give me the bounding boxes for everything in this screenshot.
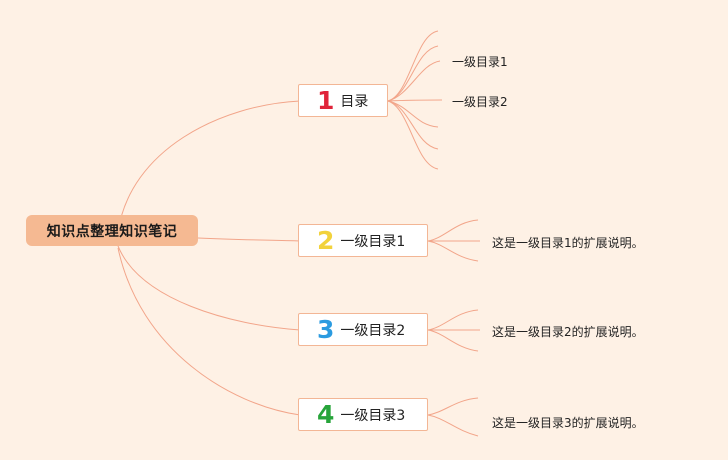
description-leaf[interactable]: 这是一级目录1的扩展说明。 <box>492 236 644 250</box>
description-leaf[interactable]: 这是一级目录3的扩展说明。 <box>492 416 644 430</box>
link-root-to-node3 <box>117 245 301 331</box>
link-node1-fan-3 <box>387 60 441 102</box>
toc-leaf-item[interactable]: 一级目录1 <box>452 55 508 69</box>
branch-node-label: 一级目录1 <box>340 233 406 250</box>
branch-node-label: 目录 <box>340 93 369 110</box>
branch-node-label: 一级目录3 <box>340 407 406 424</box>
link-node4-fan-1 <box>427 397 479 416</box>
branch-node-label: 一级目录2 <box>340 322 406 339</box>
link-node1-fan-6 <box>387 100 439 150</box>
link-node1-fan-4 <box>387 99 443 102</box>
description-leaf[interactable]: 这是一级目录2的扩展说明。 <box>492 325 644 339</box>
link-node1-fan-7 <box>387 100 439 170</box>
number-four-icon: 4 <box>317 400 335 429</box>
branch-node-level1-2[interactable]: 3 一级目录2 <box>298 313 428 346</box>
number-three-icon: 3 <box>317 315 335 344</box>
link-root-to-node4 <box>117 247 301 416</box>
link-node2-fan-3 <box>427 240 479 262</box>
root-topic-label: 知识点整理知识笔记 <box>46 223 178 240</box>
link-node1-fan-2 <box>387 45 439 102</box>
number-two-icon: 2 <box>317 226 335 255</box>
branch-node-level1-1[interactable]: 2 一级目录1 <box>298 224 428 257</box>
link-node2-fan-1 <box>427 219 479 242</box>
root-topic[interactable]: 知识点整理知识笔记 <box>26 215 198 246</box>
branch-node-toc[interactable]: 1 目录 <box>298 84 388 117</box>
link-node4-fan-2 <box>427 414 479 437</box>
link-node3-fan-1 <box>427 309 479 331</box>
link-node1-fan-1 <box>387 30 439 102</box>
branch-node-level1-3[interactable]: 4 一级目录3 <box>298 398 428 431</box>
link-node3-fan-3 <box>427 329 479 352</box>
number-one-icon: 1 <box>317 86 335 115</box>
toc-leaf-item[interactable]: 一级目录2 <box>452 95 508 109</box>
link-root-to-node1 <box>117 100 301 233</box>
link-root-to-node2 <box>197 237 301 242</box>
